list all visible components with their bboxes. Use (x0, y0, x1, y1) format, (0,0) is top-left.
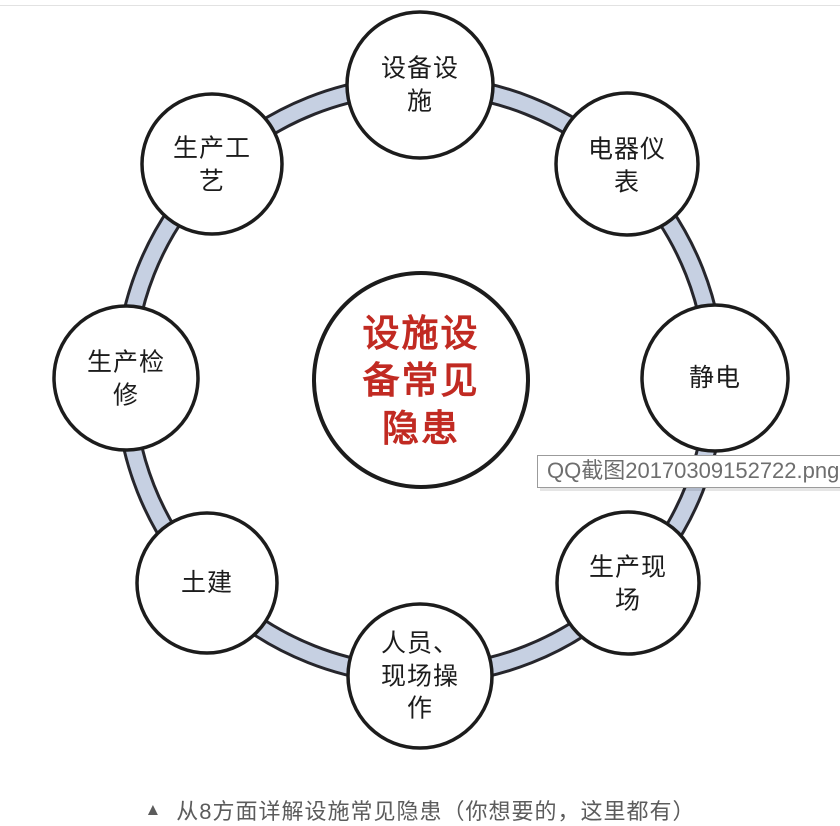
center-circle (312, 271, 530, 489)
top-divider-line (0, 5, 840, 6)
triangle-marker-icon: ▲ (144, 800, 163, 819)
node-label-electrical-instruments: 电器仪表 (587, 135, 666, 197)
filename-tooltip: QQ截图20170309152722.png (537, 455, 840, 488)
node-circle-production-site (555, 510, 701, 656)
caption-text: 从8方面详解设施常见隐患（你想要的，这里都有） (176, 799, 696, 824)
node-label-personnel-site-operation: 人员、现场操作 (380, 629, 459, 723)
hidden-danger-cycle-diagram (52, 10, 790, 750)
center-title: 设施设备常见隐患 (362, 312, 480, 449)
node-label-production-process: 生产工艺 (172, 134, 251, 196)
node-circle-production-process (140, 92, 284, 236)
node-label-equipment-facilities: 设备设施 (380, 54, 459, 116)
node-circle-production-maintenance (52, 304, 200, 452)
node-label-production-maintenance: 生产检修 (86, 348, 165, 410)
caption-row: ▲ 从8方面详解设施常见隐患（你想要的，这里都有） (0, 794, 840, 826)
node-circle-civil-construction (135, 511, 279, 655)
node-circle-static-electricity (640, 303, 790, 453)
node-label-civil-construction: 土建 (180, 568, 233, 597)
node-circle-equipment-facilities (345, 10, 495, 160)
node-label-static-electricity: 静电 (688, 363, 741, 392)
node-circle-electrical-instruments (554, 91, 700, 237)
node-circle-personnel-site-operation (346, 602, 494, 750)
node-label-production-site: 生产现场 (588, 553, 667, 615)
